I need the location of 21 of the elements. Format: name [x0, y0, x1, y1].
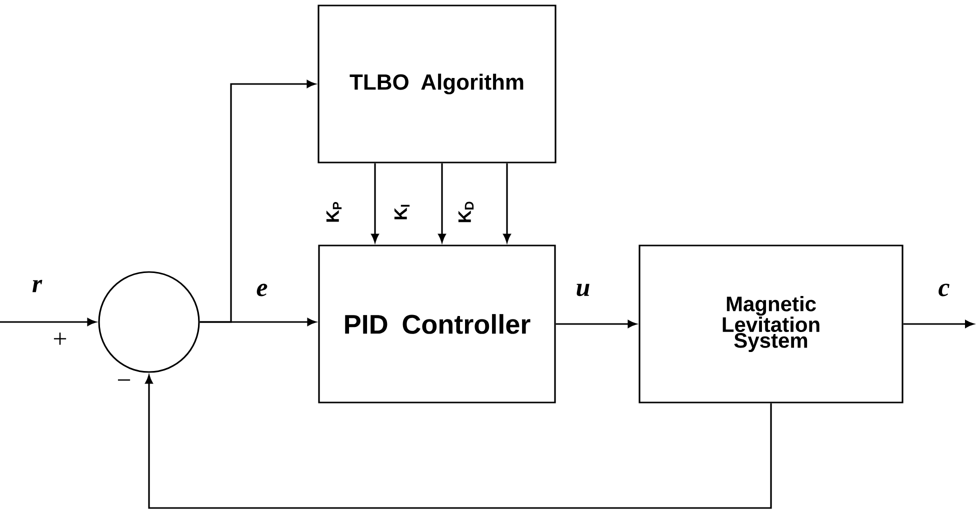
edge-label: K$_{I}$ [394, 204, 410, 220]
sign-label: + [54, 332, 66, 345]
arrow [371, 163, 379, 242]
arrow [200, 318, 316, 326]
arrow [438, 163, 446, 242]
edge-label: K$_{D}$ [458, 202, 474, 222]
arrow [503, 163, 511, 242]
arrow [903, 320, 974, 328]
edge-label: u [576, 284, 590, 296]
summing-junction [98, 271, 200, 373]
edge-label: c [938, 284, 950, 296]
edge-label: r [32, 280, 42, 292]
block-box: PID Controller [318, 244, 556, 404]
edge-label: K$_{P}$ [326, 202, 342, 222]
arrow [556, 320, 636, 328]
block-box: Magnetic Levitation System [638, 244, 904, 404]
arrow [145, 375, 772, 509]
sign-label: − [118, 379, 130, 381]
edge-label: e [256, 284, 268, 296]
arrow [0, 318, 96, 326]
block-box: TLBO Algorithm [318, 4, 556, 164]
